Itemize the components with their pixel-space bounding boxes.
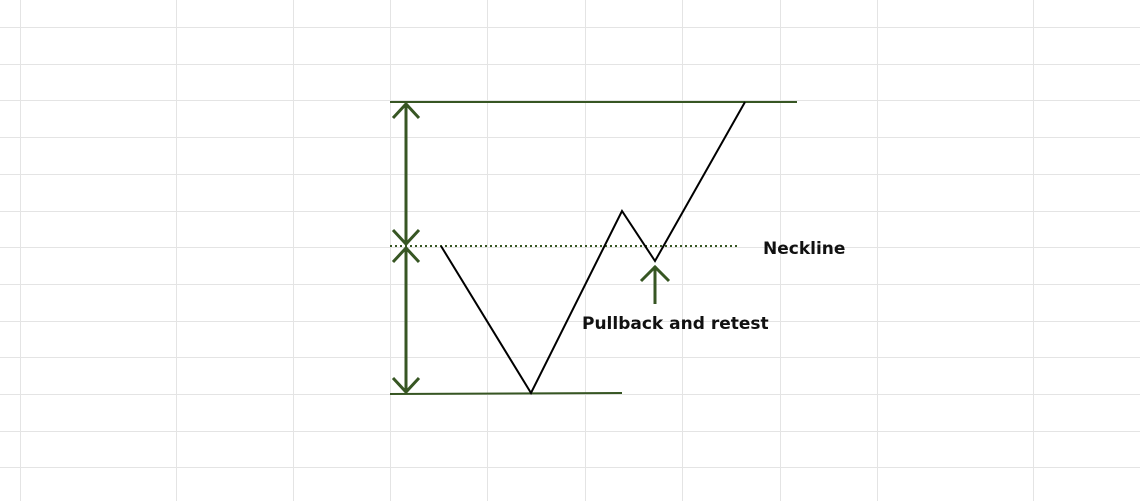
bottom-low-line (389, 392, 623, 395)
price-path (440, 101, 746, 396)
double-arrow-icon (391, 101, 421, 247)
pullback-label: Pullback and retest (582, 314, 769, 334)
double-arrow-icon (391, 245, 421, 395)
neckline-label: Neckline (763, 239, 845, 259)
up-arrow-icon (639, 264, 671, 304)
